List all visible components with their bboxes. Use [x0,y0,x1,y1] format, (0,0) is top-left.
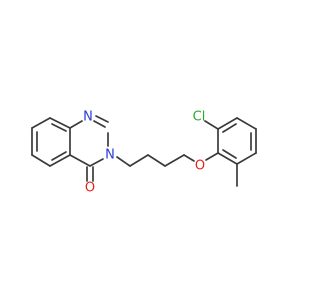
bond [129,154,149,167]
oxygen-label: O [85,181,95,196]
bond [205,152,219,161]
bond-double-inner [51,123,67,132]
bond-double [95,115,109,123]
bond [93,120,106,128]
bond [147,154,166,167]
chlorine-label: Cl [193,110,206,125]
bond [69,120,83,129]
molecule-drawing: N N O O Cl [31,110,257,196]
nitrogen-label: N [105,148,115,163]
butyl-linker [116,152,219,167]
bond [236,117,257,130]
bond [116,156,131,167]
bond-double-inner [222,123,237,133]
benzene-ring-quinazolinone [31,117,71,167]
structure-diagram: N N O O Cl [31,109,257,196]
bond-double-inner [222,149,237,159]
chloromethylphenyl-ring [204,117,257,187]
bond [217,152,238,165]
bond [49,117,71,129]
pyrimidinone-ring [69,115,109,182]
bond [31,154,51,167]
nitrogen-label: N [83,110,93,125]
oxygen-label: O [195,159,205,174]
bond [31,117,51,129]
bond [49,154,71,167]
bond [89,158,104,167]
atom-labels: N N O O Cl [83,110,205,196]
bond [204,120,219,130]
bond [69,154,91,167]
bond [183,154,195,162]
bond [217,117,238,130]
bond [164,154,185,167]
bond-double-inner [51,151,67,161]
bond [236,152,257,165]
